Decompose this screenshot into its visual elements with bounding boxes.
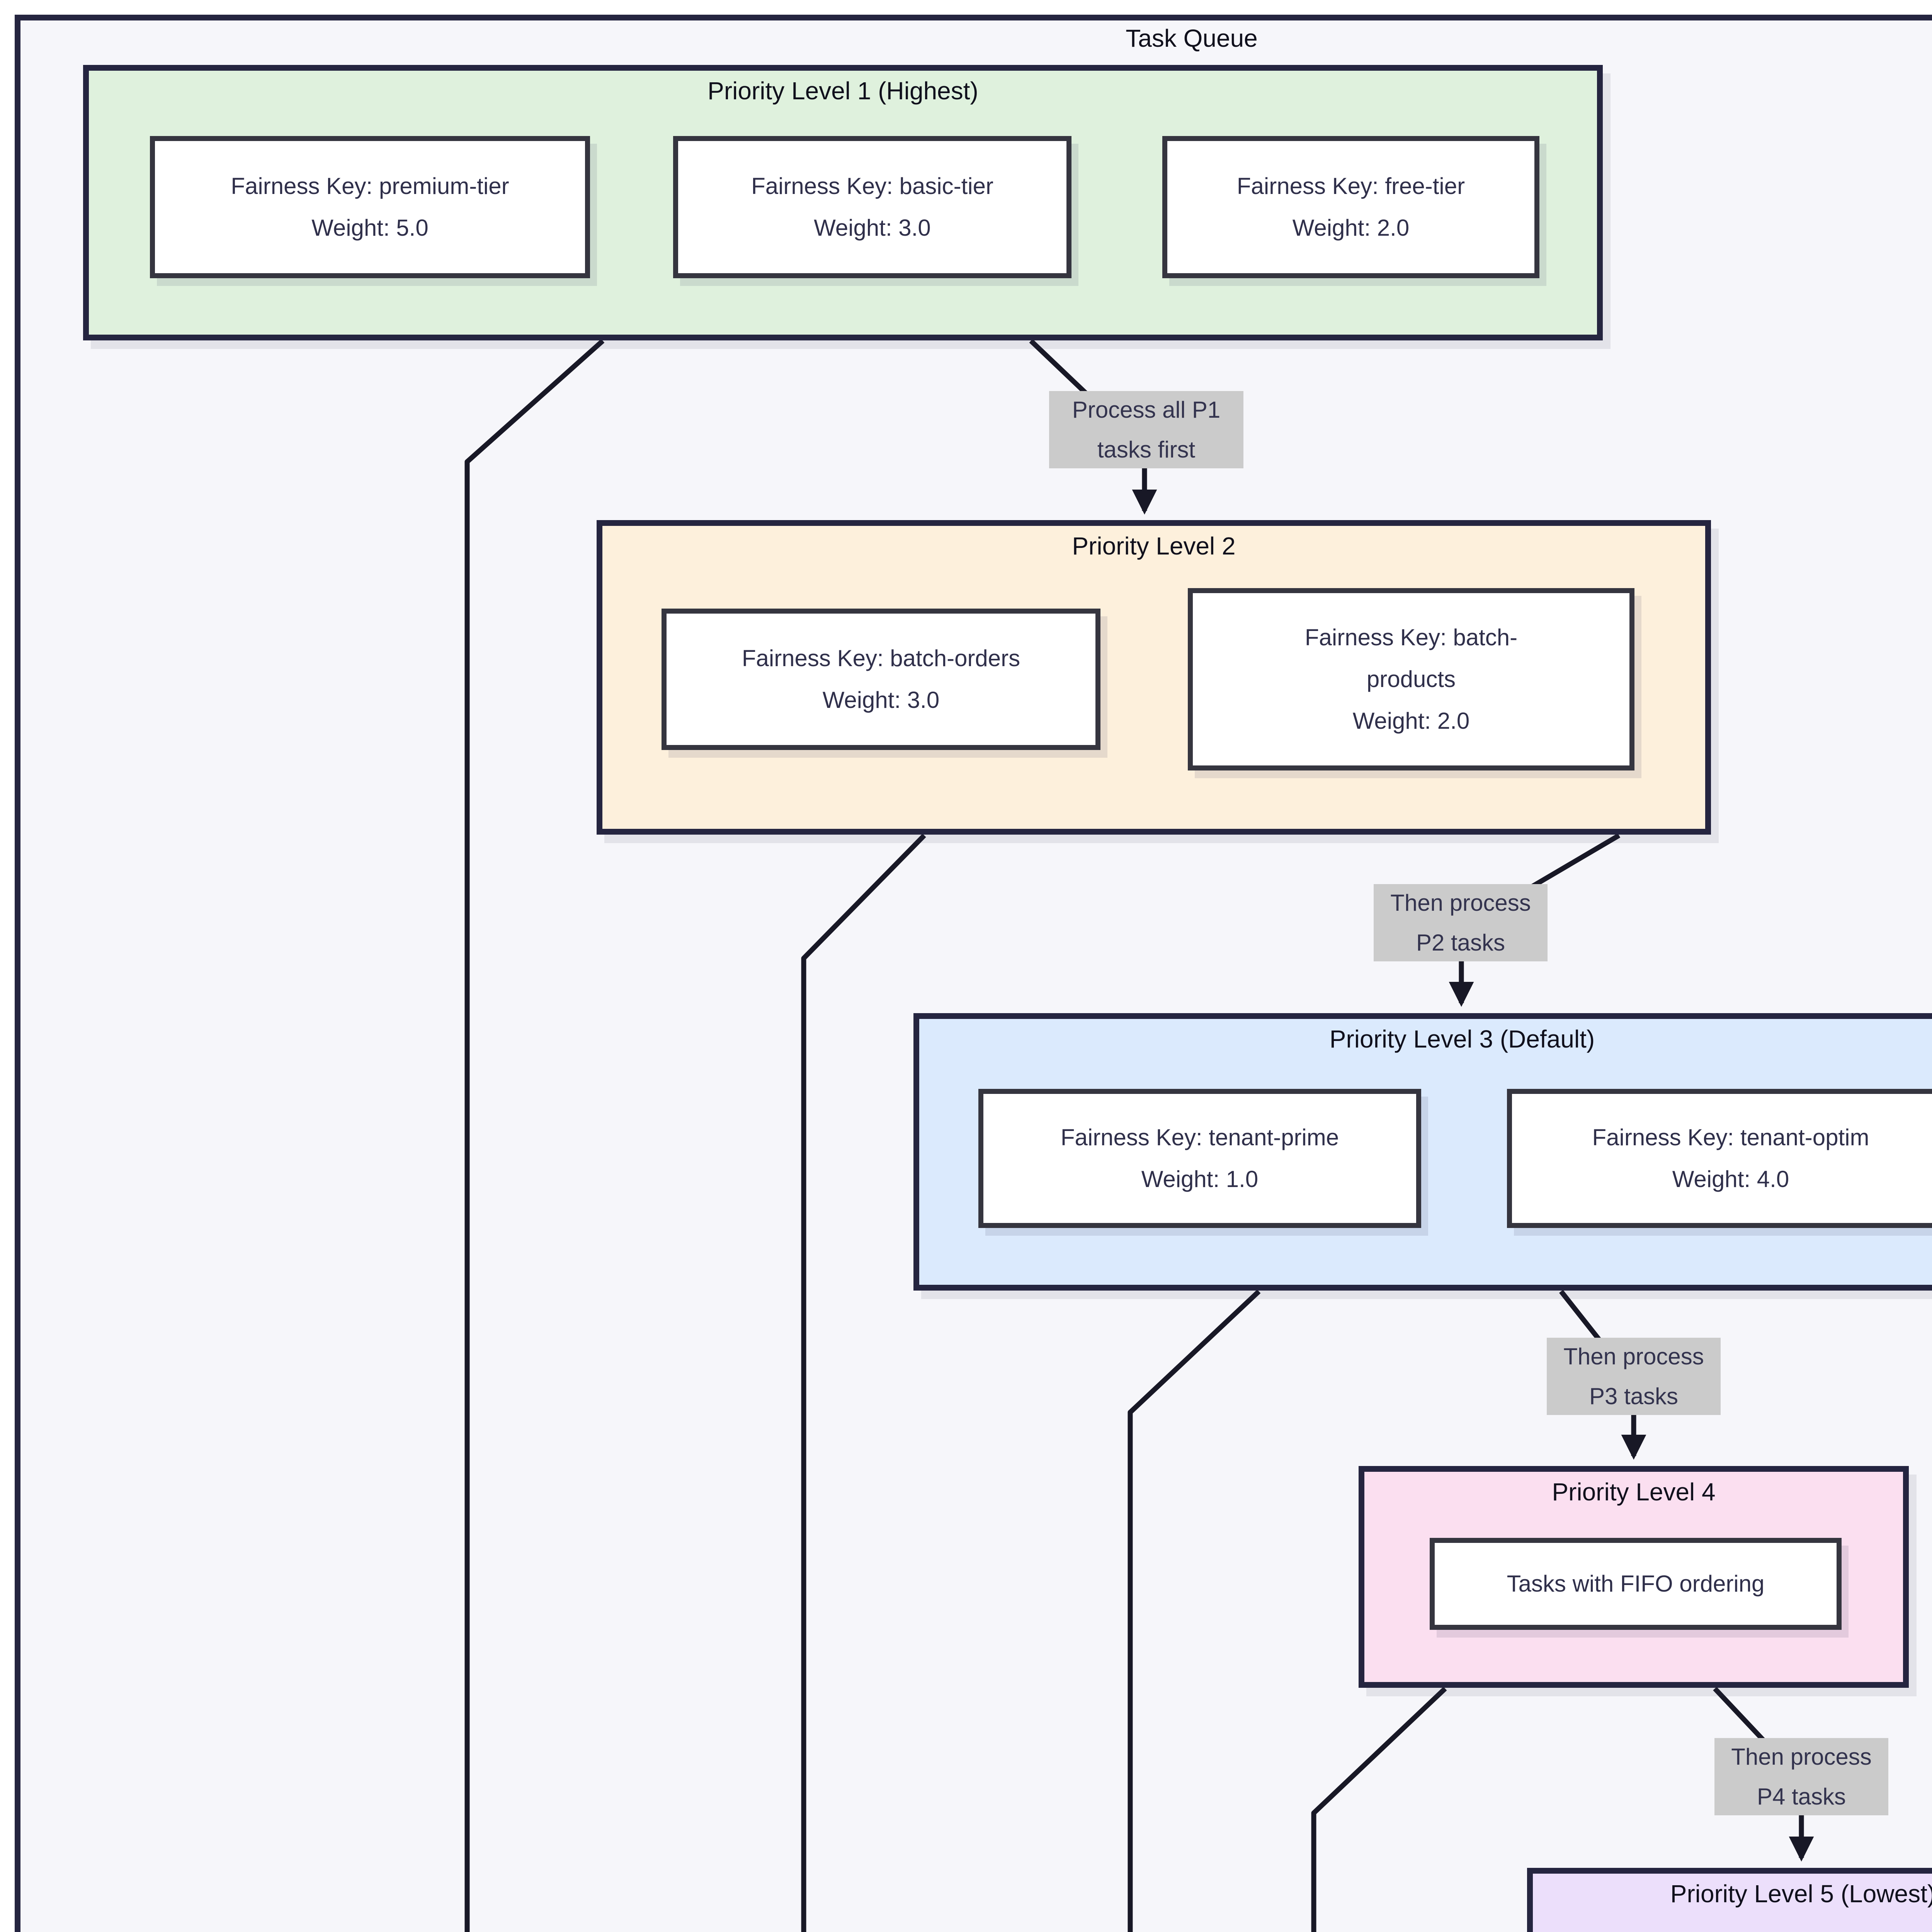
priority-level-5-title: Priority Level 5 (Lowest) [1670, 1880, 1932, 1908]
priority-level-4-title: Priority Level 4 [1552, 1478, 1716, 1506]
fairness-key-label: Fairness Key: tenant-optim [1592, 1124, 1869, 1150]
priority-level-1-title: Priority Level 1 (Highest) [707, 77, 978, 105]
node-tenant-prime: Fairness Key: tenant-prime Weight: 1.0 [978, 1089, 1421, 1228]
node-basic-tier: Fairness Key: basic-tier Weight: 3.0 [673, 136, 1071, 278]
weight-label: Weight: 3.0 [822, 687, 940, 713]
task-queue-title: Task Queue [1126, 24, 1258, 52]
weight-label: Weight: 1.0 [1141, 1166, 1259, 1192]
fairness-key-label: Fairness Key: premium-tier [231, 173, 509, 199]
weight-label: Weight: 2.0 [1352, 708, 1470, 734]
node-tenant-optim: Fairness Key: tenant-optim Weight: 4.0 [1507, 1089, 1932, 1228]
edge-label-process-p1: Process all P1 tasks first [1049, 391, 1243, 468]
node-batch-products: Fairness Key: batch-products Weight: 2.0 [1188, 588, 1634, 770]
fairness-key-label: Fairness Key: tenant-prime [1060, 1124, 1339, 1150]
edge-p3-to-workers [1128, 1289, 1261, 1932]
weight-label: Weight: 2.0 [1292, 215, 1410, 241]
priority-level-5 [1527, 1868, 1932, 1932]
edge-p1-to-workers [464, 339, 605, 1932]
weight-label: Weight: 3.0 [814, 215, 931, 241]
fairness-key-label: Fairness Key: free-tier [1236, 173, 1465, 199]
weight-label: Weight: 4.0 [1672, 1166, 1789, 1192]
edge-label-process-p4: Then process P4 tasks [1714, 1738, 1888, 1815]
node-batch-orders: Fairness Key: batch-orders Weight: 3.0 [662, 609, 1100, 750]
fairness-key-label: Fairness Key: batch-products [1304, 624, 1518, 692]
edge-p4-to-workers [1311, 1687, 1447, 1932]
fairness-key-label: Fairness Key: basic-tier [751, 173, 993, 199]
node-free-tier: Fairness Key: free-tier Weight: 2.0 [1162, 136, 1539, 278]
fairness-key-label: Fairness Key: batch-orders [742, 645, 1020, 671]
fifo-label: Tasks with FIFO ordering [1507, 1571, 1765, 1597]
node-p4-fifo: Tasks with FIFO ordering [1430, 1538, 1842, 1630]
node-premium-tier: Fairness Key: premium-tier Weight: 5.0 [150, 136, 590, 278]
edge-p2-to-workers [801, 833, 926, 1932]
weight-label: Weight: 5.0 [311, 215, 429, 241]
edge-label-process-p3: Then process P3 tasks [1547, 1338, 1721, 1415]
edge-label-process-p2: Then process P2 tasks [1374, 884, 1548, 961]
priority-level-2-title: Priority Level 2 [1072, 532, 1236, 560]
priority-level-3-title: Priority Level 3 (Default) [1329, 1025, 1595, 1053]
